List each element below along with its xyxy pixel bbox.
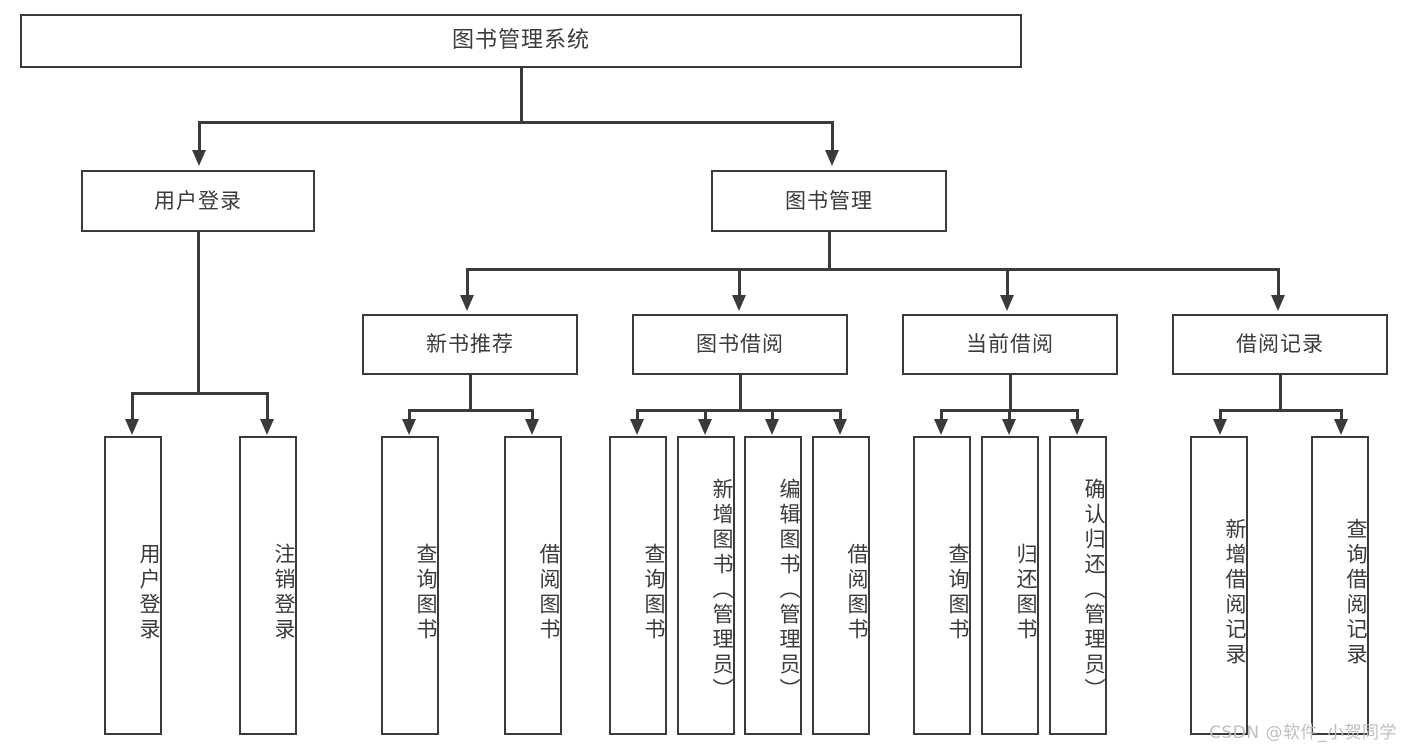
arrow-book-borrow-to-leaf-3 bbox=[765, 419, 779, 435]
edge-book-borrow-to-leaf-4 bbox=[839, 409, 842, 425]
node-root-book-management-system[interactable]: 图书管理系统 bbox=[20, 14, 1022, 68]
edge-borrow-record-to-leaf-2 bbox=[1340, 409, 1343, 425]
edge-new-book-to-leaf-1 bbox=[408, 409, 411, 425]
edge-root-to-book-management bbox=[831, 121, 834, 153]
arrow-bm-to-new-book bbox=[460, 295, 474, 311]
edge-bm-to-current-borrow bbox=[1006, 268, 1009, 298]
arrow-borrow-record-to-leaf-1 bbox=[1213, 419, 1227, 435]
arrow-book-borrow-to-leaf-4 bbox=[833, 419, 847, 435]
arrow-new-book-to-leaf-1 bbox=[402, 419, 416, 435]
node-label: 借阅图书 bbox=[537, 542, 561, 643]
arrow-book-borrow-to-leaf-1 bbox=[630, 419, 644, 435]
leaf-query-book-1[interactable]: 查询图书 bbox=[381, 436, 439, 735]
arrow-borrow-record-to-leaf-2 bbox=[1334, 419, 1348, 435]
leaf-logout-login[interactable]: 注销登录 bbox=[239, 436, 297, 735]
edge-user-login-bus bbox=[131, 392, 266, 395]
edge-book-management-stem bbox=[828, 232, 831, 270]
arrow-root-to-user-login bbox=[192, 150, 206, 166]
leaf-add-book-admin[interactable]: 新增图书（管理员） bbox=[677, 436, 735, 735]
node-label: 当前借阅 bbox=[966, 332, 1054, 357]
leaf-edit-book-admin[interactable]: 编辑图书（管理员） bbox=[744, 436, 802, 735]
node-label: 查询借阅记录 bbox=[1344, 517, 1368, 668]
node-book-borrow[interactable]: 图书借阅 bbox=[632, 314, 848, 375]
node-new-book-recommend[interactable]: 新书推荐 bbox=[362, 314, 578, 375]
arrow-new-book-to-leaf-2 bbox=[525, 419, 539, 435]
arrow-current-borrow-to-leaf-1 bbox=[934, 419, 948, 435]
arrow-bm-to-current-borrow bbox=[1000, 295, 1014, 311]
leaf-add-borrow-record[interactable]: 新增借阅记录 bbox=[1190, 436, 1248, 735]
edge-borrow-record-to-leaf-1 bbox=[1219, 409, 1222, 425]
leaf-borrow-book-1[interactable]: 借阅图书 bbox=[504, 436, 562, 735]
node-label: 借阅记录 bbox=[1236, 332, 1324, 357]
node-label: 用户登录 bbox=[137, 542, 161, 643]
node-label: 注销登录 bbox=[272, 542, 296, 643]
edge-user-login-to-leaf-1 bbox=[131, 392, 134, 422]
node-label: 用户登录 bbox=[154, 188, 242, 213]
arrow-bm-to-borrow-record bbox=[1271, 295, 1285, 311]
node-user-login[interactable]: 用户登录 bbox=[81, 170, 315, 232]
arrow-bm-to-book-borrow bbox=[732, 295, 746, 311]
edge-current-borrow-to-leaf-2 bbox=[1008, 409, 1011, 425]
node-current-borrow[interactable]: 当前借阅 bbox=[902, 314, 1118, 375]
node-label: 新增借阅记录 bbox=[1223, 517, 1247, 668]
node-label: 编辑图书（管理员） bbox=[777, 478, 801, 703]
arrow-current-borrow-to-leaf-3 bbox=[1070, 419, 1084, 435]
edge-current-borrow-stem bbox=[1009, 375, 1012, 411]
edge-bm-to-new-book bbox=[466, 268, 469, 298]
node-book-management[interactable]: 图书管理 bbox=[711, 170, 947, 232]
edge-current-borrow-to-leaf-3 bbox=[1076, 409, 1079, 425]
node-label: 归还图书 bbox=[1014, 542, 1038, 643]
leaf-query-borrow-record[interactable]: 查询借阅记录 bbox=[1311, 436, 1369, 735]
arrow-current-borrow-to-leaf-2 bbox=[1002, 419, 1016, 435]
edge-user-login-to-leaf-2 bbox=[266, 392, 269, 422]
edge-bm-to-borrow-record bbox=[1277, 268, 1280, 298]
edge-current-borrow-to-leaf-1 bbox=[940, 409, 943, 425]
arrow-user-login-to-leaf-1 bbox=[125, 419, 139, 435]
edge-borrow-record-stem bbox=[1279, 375, 1282, 411]
node-label: 查询图书 bbox=[946, 542, 970, 643]
edge-book-management-bus bbox=[466, 268, 1278, 271]
leaf-borrow-book-2[interactable]: 借阅图书 bbox=[812, 436, 870, 735]
edge-new-book-bus bbox=[408, 409, 532, 412]
node-label: 查询图书 bbox=[414, 542, 438, 643]
node-label: 确认归还（管理员） bbox=[1082, 478, 1106, 703]
edge-new-book-stem bbox=[469, 375, 472, 411]
leaf-confirm-return-admin[interactable]: 确认归还（管理员） bbox=[1049, 436, 1107, 735]
node-label: 新增图书（管理员） bbox=[710, 478, 734, 703]
csdn-watermark: CSDN @软件_小贺同学 bbox=[1209, 723, 1397, 743]
node-label: 图书管理 bbox=[785, 188, 873, 213]
arrow-book-borrow-to-leaf-2 bbox=[698, 419, 712, 435]
edge-book-borrow-to-leaf-3 bbox=[771, 409, 774, 425]
node-label: 借阅图书 bbox=[845, 542, 869, 643]
leaf-query-book-3[interactable]: 查询图书 bbox=[913, 436, 971, 735]
node-borrow-record[interactable]: 借阅记录 bbox=[1172, 314, 1388, 375]
edge-book-borrow-stem bbox=[739, 375, 742, 411]
edge-new-book-to-leaf-2 bbox=[531, 409, 534, 425]
node-label: 图书借阅 bbox=[696, 332, 784, 357]
edge-borrow-record-bus bbox=[1219, 409, 1341, 412]
arrow-root-to-book-management bbox=[825, 150, 839, 166]
edge-user-login-stem bbox=[197, 232, 200, 394]
edge-root-stem bbox=[520, 68, 523, 122]
arrow-user-login-to-leaf-2 bbox=[260, 419, 274, 435]
edge-root-to-user-login bbox=[198, 121, 201, 153]
leaf-return-book[interactable]: 归还图书 bbox=[981, 436, 1039, 735]
node-label: 查询图书 bbox=[642, 542, 666, 643]
leaf-user-login[interactable]: 用户登录 bbox=[104, 436, 162, 735]
node-label: 新书推荐 bbox=[426, 332, 514, 357]
edge-book-borrow-to-leaf-1 bbox=[636, 409, 639, 425]
edge-book-borrow-to-leaf-2 bbox=[704, 409, 707, 425]
edge-root-bus bbox=[198, 121, 834, 124]
node-label: 图书管理系统 bbox=[451, 28, 590, 54]
edge-bm-to-book-borrow bbox=[738, 268, 741, 298]
edge-book-borrow-bus bbox=[636, 409, 840, 412]
leaf-query-book-2[interactable]: 查询图书 bbox=[609, 436, 667, 735]
